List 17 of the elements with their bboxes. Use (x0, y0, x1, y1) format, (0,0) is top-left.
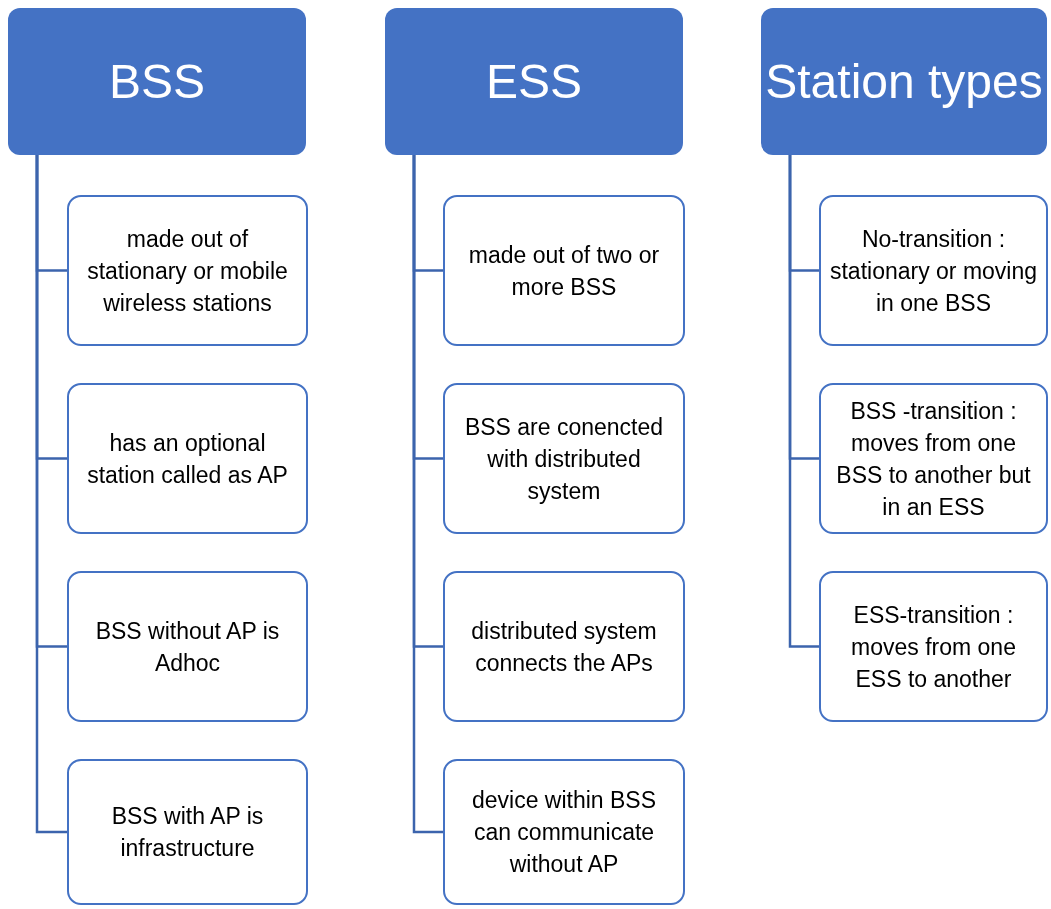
item-box: device within BSS can communicate without AP (443, 759, 685, 905)
item-box: No-transition : stationary or moving in one BSS (819, 195, 1048, 346)
connector-line (35, 155, 67, 834)
item-box: made out of two or more BSS (443, 195, 685, 346)
item-box: BSS without AP is Adhoc (67, 571, 308, 722)
item-box: BSS are conencted with distributed system (443, 383, 685, 534)
category-header: ESS (385, 8, 683, 155)
item-box: has an optional station called as AP (67, 383, 308, 534)
category-header: Station types (761, 8, 1047, 155)
item-box: distributed system connects the APs (443, 571, 685, 722)
item-box: BSS -transition : moves from one BSS to another but in an ESS (819, 383, 1048, 534)
item-box: ESS-transition : moves from one ESS to another (819, 571, 1048, 722)
item-box: made out of stationary or mobile wireless stations (67, 195, 308, 346)
connector-line (412, 155, 443, 834)
item-box: BSS with AP is infrastructure (67, 759, 308, 905)
category-header: BSS (8, 8, 306, 155)
connector-line (788, 155, 819, 648)
